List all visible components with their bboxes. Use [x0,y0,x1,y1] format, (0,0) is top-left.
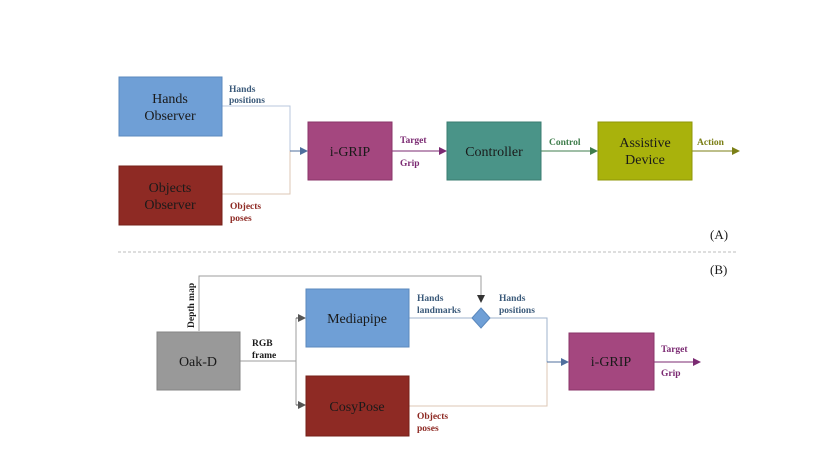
hands-observer-box: Hands Observer [118,76,223,137]
igrip-box-b: i-GRIP [568,332,655,391]
panel-a: Hands Observer Objects Observer i-GRIP C… [118,76,740,242]
target-label-b: Target [661,345,688,355]
hands-landmarks-label-line2: landmarks [417,306,461,316]
rgb-frame-label-line2: frame [252,351,276,361]
fusion-diamond [471,307,491,329]
action-label: Action [697,138,725,148]
oakd-label: Oak-D [179,355,217,370]
objects-poses-label-a-line1: Objects [230,202,261,212]
mediapipe-box: Mediapipe [305,288,410,348]
junction-to-igrip-connector [490,317,548,362]
igrip-label-b: i-GRIP [591,355,632,370]
igrip-box-a: i-GRIP [307,121,393,181]
hands-positions-label-b-line2: positions [499,306,535,316]
grip-label-b: Grip [661,369,681,379]
target-label-a: Target [400,136,427,146]
assistive-device-line2: Device [625,153,665,168]
panel-b: (B) Oak-D Mediapipe CosyPose i-GRIP [156,262,727,437]
control-label: Control [549,138,581,148]
controller-label: Controller [465,145,523,160]
grip-label-a: Grip [400,159,420,169]
igrip-label-a: i-GRIP [330,145,371,160]
hands-observer-line1: Hands [152,92,188,107]
objects-poses-label-b-line1: Objects [417,412,448,422]
cosypose-label: CosyPose [329,400,384,415]
objects-to-igrip-connector [222,151,291,195]
cosypose-to-igrip-connector [409,362,548,407]
oakd-box: Oak-D [156,331,241,391]
hands-observer-line2: Observer [144,109,196,124]
depth-map-connector [198,275,485,331]
hands-landmarks-label-line1: Hands [417,294,444,304]
panel-b-tag: (B) [710,262,727,277]
hands-to-igrip-connector [222,105,291,151]
hands-positions-label-a-line1: Hands [229,85,256,95]
objects-observer-line1: Objects [149,181,192,196]
mediapipe-label: Mediapipe [327,312,387,327]
assistive-device-box: Assistive Device [597,121,693,181]
objects-poses-label-a-line2: poses [230,214,252,224]
assistive-device-line1: Assistive [619,136,670,151]
objects-observer-box: Objects Observer [118,165,223,226]
controller-box: Controller [446,121,542,181]
hands-positions-label-a-line2: positions [229,96,265,106]
cosypose-box: CosyPose [305,375,410,437]
objects-poses-label-b-line2: poses [417,424,439,434]
hands-positions-label-b-line1: Hands [499,294,526,304]
depth-map-label: Depth map [187,283,197,328]
panel-a-tag: (A) [710,227,728,242]
rgb-frame-label-line1: RGB [252,339,273,349]
objects-observer-line2: Observer [144,198,196,213]
